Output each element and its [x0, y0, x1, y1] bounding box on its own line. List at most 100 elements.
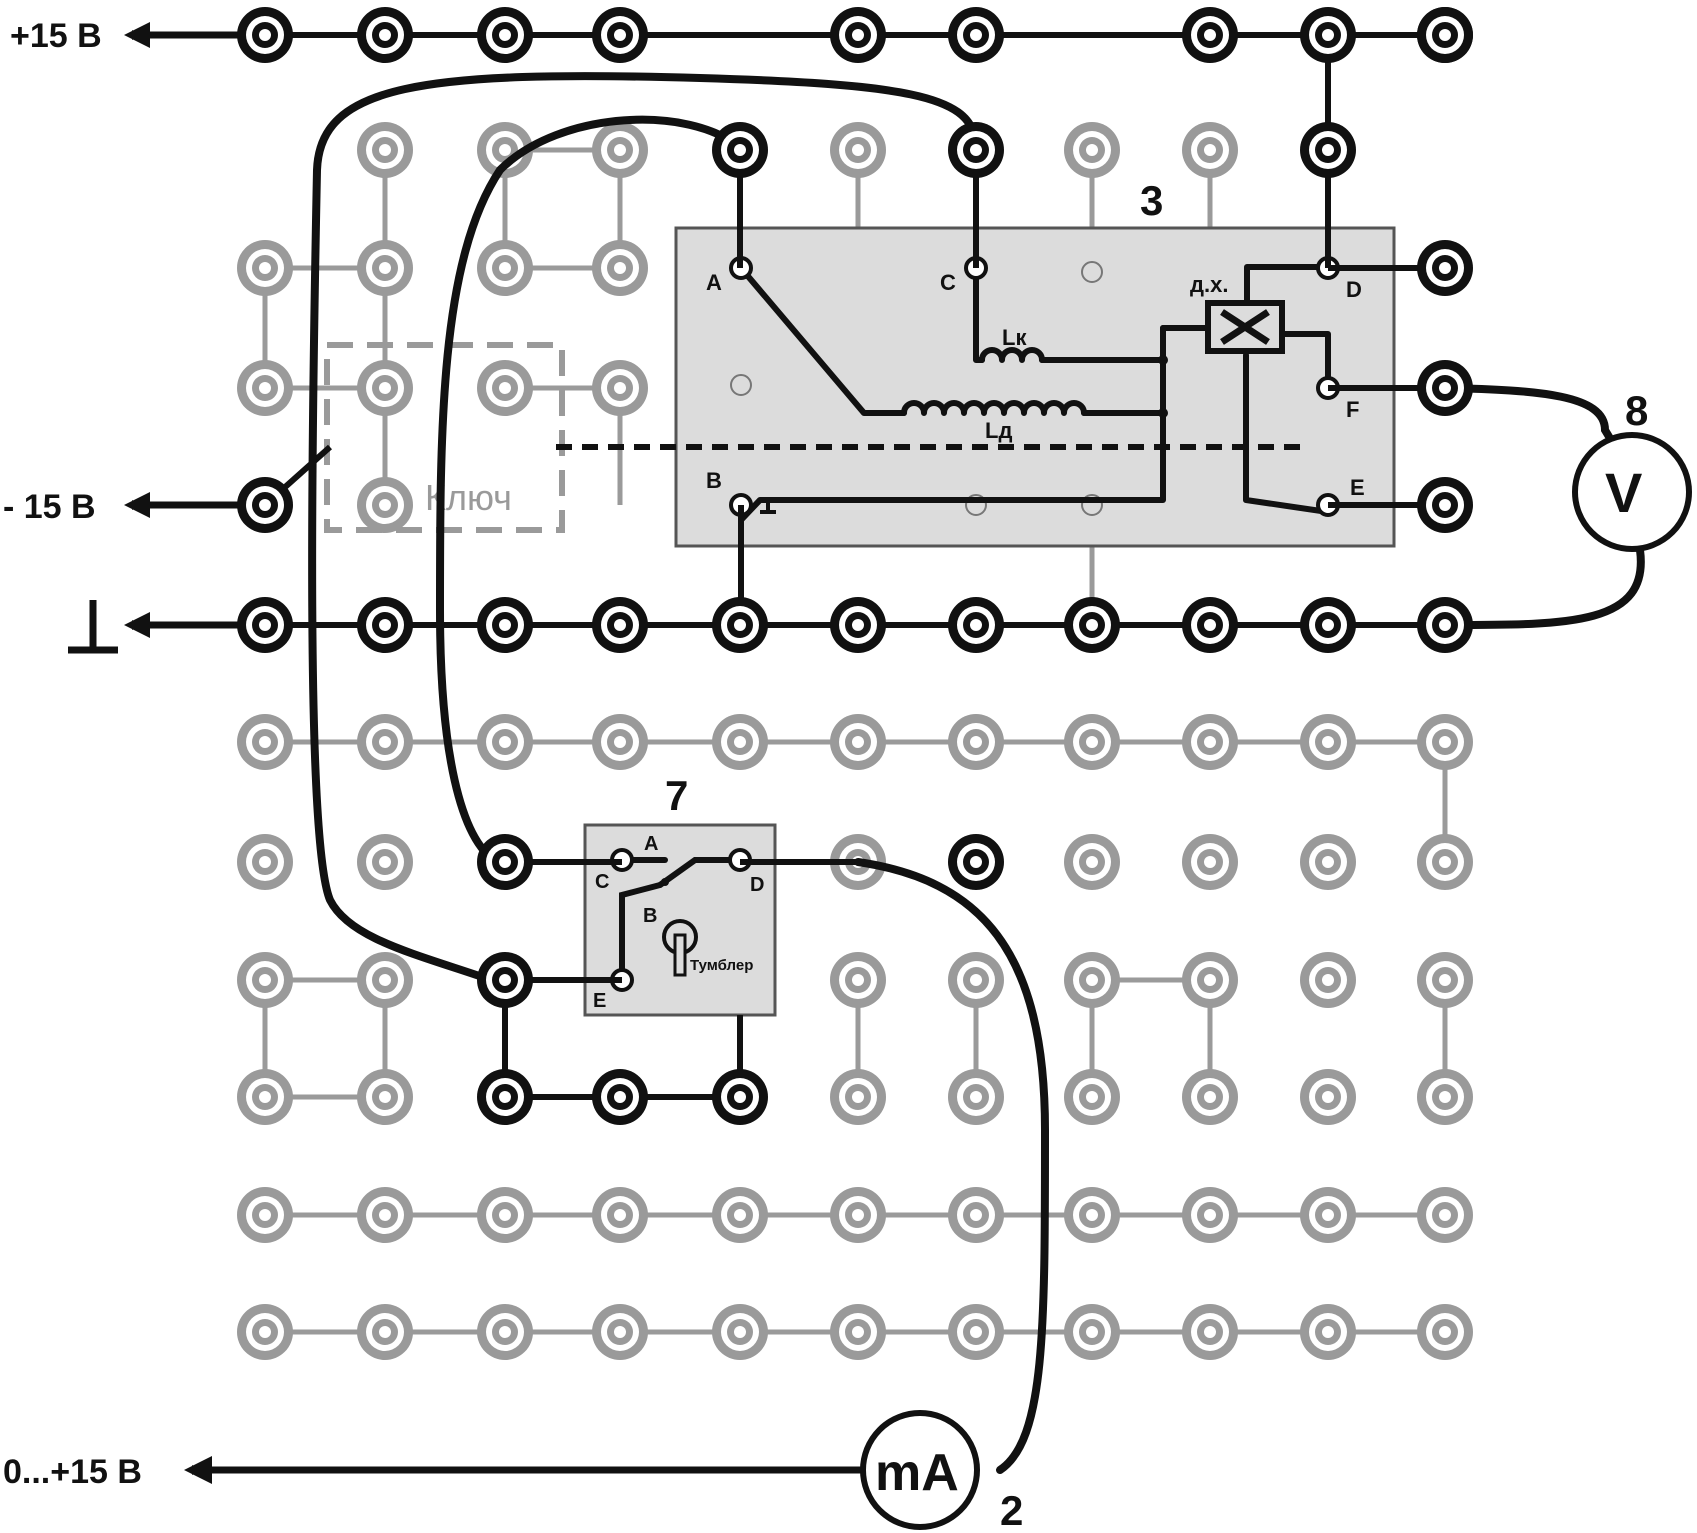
active-socket[interactable]: [1417, 360, 1473, 416]
inactive-socket[interactable]: [1064, 834, 1120, 890]
inactive-socket[interactable]: [357, 477, 413, 533]
toggle-switch-icon[interactable]: [662, 919, 698, 977]
inactive-socket[interactable]: [237, 834, 293, 890]
inactive-socket[interactable]: [357, 122, 413, 178]
active-socket[interactable]: [592, 1069, 648, 1125]
inactive-socket[interactable]: [1300, 834, 1356, 890]
active-socket[interactable]: [712, 1069, 768, 1125]
inactive-socket[interactable]: [357, 834, 413, 890]
inactive-socket[interactable]: [592, 240, 648, 296]
active-socket[interactable]: [948, 122, 1004, 178]
inactive-socket[interactable]: [1182, 834, 1238, 890]
active-socket[interactable]: [948, 7, 1004, 63]
inactive-socket[interactable]: [237, 1304, 293, 1360]
inactive-socket[interactable]: [712, 1187, 768, 1243]
active-socket[interactable]: [1182, 7, 1238, 63]
active-socket[interactable]: [712, 122, 768, 178]
inactive-socket[interactable]: [477, 1187, 533, 1243]
active-socket[interactable]: [1300, 7, 1356, 63]
inactive-socket[interactable]: [830, 122, 886, 178]
inactive-socket[interactable]: [1182, 1304, 1238, 1360]
active-socket[interactable]: [1417, 240, 1473, 296]
inactive-socket[interactable]: [592, 1304, 648, 1360]
active-socket[interactable]: [1300, 597, 1356, 653]
active-socket[interactable]: [357, 7, 413, 63]
inactive-socket[interactable]: [830, 714, 886, 770]
inactive-socket[interactable]: [1064, 1069, 1120, 1125]
inactive-socket[interactable]: [237, 240, 293, 296]
inactive-socket[interactable]: [1417, 952, 1473, 1008]
inactive-socket[interactable]: [357, 1069, 413, 1125]
active-socket[interactable]: [237, 477, 293, 533]
active-socket[interactable]: [1417, 597, 1473, 653]
inactive-socket[interactable]: [948, 952, 1004, 1008]
inactive-socket[interactable]: [1182, 122, 1238, 178]
inactive-socket[interactable]: [1064, 952, 1120, 1008]
active-socket[interactable]: [592, 597, 648, 653]
inactive-socket[interactable]: [477, 360, 533, 416]
inactive-socket[interactable]: [1064, 1304, 1120, 1360]
inactive-socket[interactable]: [712, 714, 768, 770]
inactive-socket[interactable]: [1417, 1187, 1473, 1243]
inactive-socket[interactable]: [592, 714, 648, 770]
inactive-socket[interactable]: [357, 1187, 413, 1243]
inactive-socket[interactable]: [357, 240, 413, 296]
inactive-socket[interactable]: [1182, 952, 1238, 1008]
inactive-socket[interactable]: [477, 1304, 533, 1360]
inactive-socket[interactable]: [357, 360, 413, 416]
active-socket[interactable]: [948, 597, 1004, 653]
inactive-socket[interactable]: [357, 714, 413, 770]
active-socket[interactable]: [1182, 597, 1238, 653]
active-socket[interactable]: [712, 597, 768, 653]
inactive-socket[interactable]: [1300, 1304, 1356, 1360]
inactive-socket[interactable]: [830, 1187, 886, 1243]
inactive-socket[interactable]: [1300, 952, 1356, 1008]
active-socket[interactable]: [477, 952, 533, 1008]
active-socket[interactable]: [830, 7, 886, 63]
inactive-socket[interactable]: [1417, 1304, 1473, 1360]
inactive-socket[interactable]: [1064, 122, 1120, 178]
inactive-socket[interactable]: [1064, 714, 1120, 770]
active-socket[interactable]: [1417, 477, 1473, 533]
inactive-socket[interactable]: [1417, 714, 1473, 770]
active-socket[interactable]: [830, 597, 886, 653]
inactive-socket[interactable]: [1300, 1069, 1356, 1125]
inactive-socket[interactable]: [1300, 714, 1356, 770]
inactive-socket[interactable]: [237, 1187, 293, 1243]
inactive-socket[interactable]: [237, 714, 293, 770]
active-socket[interactable]: [477, 597, 533, 653]
inactive-socket[interactable]: [830, 1069, 886, 1125]
inactive-socket[interactable]: [592, 1187, 648, 1243]
inactive-socket[interactable]: [948, 714, 1004, 770]
active-socket[interactable]: [592, 7, 648, 63]
inactive-socket[interactable]: [712, 1304, 768, 1360]
inactive-socket[interactable]: [948, 1187, 1004, 1243]
active-socket[interactable]: [1064, 597, 1120, 653]
inactive-socket[interactable]: [1300, 1187, 1356, 1243]
inactive-socket[interactable]: [1417, 834, 1473, 890]
inactive-socket[interactable]: [477, 240, 533, 296]
inactive-socket[interactable]: [1417, 1069, 1473, 1125]
active-socket[interactable]: [1417, 7, 1473, 63]
inactive-socket[interactable]: [592, 360, 648, 416]
active-socket[interactable]: [948, 834, 1004, 890]
active-socket[interactable]: [477, 7, 533, 63]
inactive-socket[interactable]: [1064, 1187, 1120, 1243]
inactive-socket[interactable]: [237, 952, 293, 1008]
active-socket[interactable]: [357, 597, 413, 653]
active-socket[interactable]: [237, 7, 293, 63]
inactive-socket[interactable]: [237, 360, 293, 416]
inactive-socket[interactable]: [357, 1304, 413, 1360]
active-socket[interactable]: [1300, 122, 1356, 178]
inactive-socket[interactable]: [830, 1304, 886, 1360]
inactive-socket[interactable]: [357, 952, 413, 1008]
inactive-socket[interactable]: [948, 1304, 1004, 1360]
inactive-socket[interactable]: [1182, 1069, 1238, 1125]
inactive-socket[interactable]: [477, 714, 533, 770]
inactive-socket[interactable]: [237, 1069, 293, 1125]
inactive-socket[interactable]: [1182, 714, 1238, 770]
inactive-socket[interactable]: [1182, 1187, 1238, 1243]
active-socket[interactable]: [237, 597, 293, 653]
inactive-socket[interactable]: [592, 122, 648, 178]
active-socket[interactable]: [477, 1069, 533, 1125]
